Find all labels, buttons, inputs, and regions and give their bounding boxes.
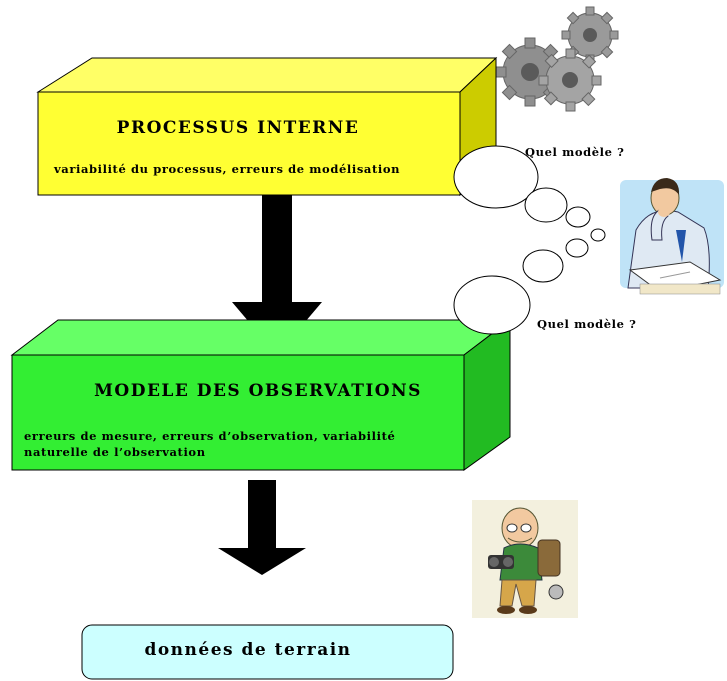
observations-box-top: [10, 319, 512, 356]
process-box-front: [37, 91, 461, 196]
process-box-subtitle: variabilité du processus, erreurs de mod…: [53, 162, 400, 176]
observations-box: MODELE DES OBSERVATIONS erreurs de mesur…: [10, 318, 512, 471]
observations-box-front: [11, 354, 465, 471]
thought-bubble-bottom-tiny: [565, 238, 589, 258]
arrow-process-to-observations: [232, 195, 322, 355]
process-box: PROCESSUS INTERNE variabilité du process…: [36, 56, 498, 197]
observations-box-subtitle-line1: erreurs de mesure, erreurs d’observation…: [24, 429, 395, 443]
thought-bubble-top-tiny: [590, 228, 606, 242]
thought-bubble-bottom-medium: [522, 249, 564, 283]
observations-box-subtitle-line2: naturelle de l’observation: [24, 445, 206, 459]
terrain-box: [81, 624, 454, 680]
thought-question-top: Quel modèle ?: [525, 145, 625, 159]
thought-question-bottom: Quel modèle ?: [537, 317, 637, 331]
thought-bubble-top-small: [565, 206, 591, 228]
gears-icon: [495, 6, 619, 112]
thought-bubble-top-large: [453, 145, 539, 209]
thought-bubble-top-medium: [524, 187, 568, 223]
process-box-title: PROCESSUS INTERNE: [117, 118, 360, 138]
terrain-box-label: données de terrain: [144, 640, 351, 660]
thought-bubbles: [453, 145, 606, 335]
thinking-man-icon: [620, 178, 724, 295]
process-box-top: [36, 57, 498, 93]
thought-bubble-bottom-large: [453, 275, 531, 335]
observations-box-title: MODELE DES OBSERVATIONS: [94, 381, 422, 401]
arrow-observations-to-terrain: [218, 480, 306, 575]
field-researcher-icon: [472, 500, 578, 618]
